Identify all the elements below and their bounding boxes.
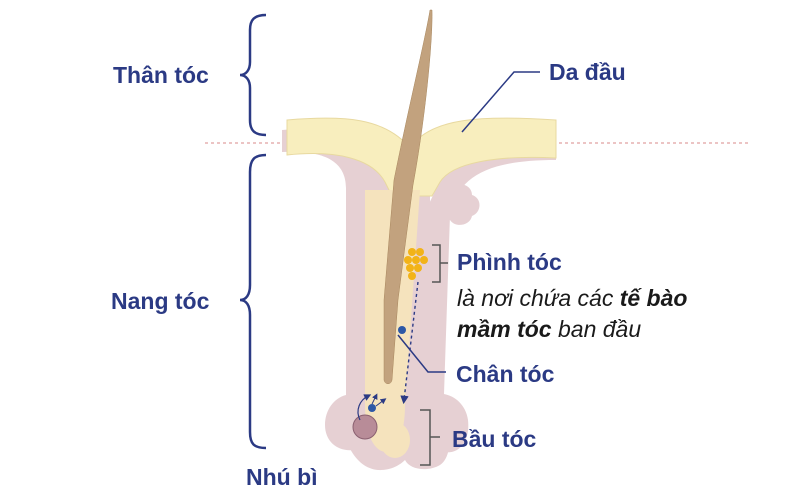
label-nhu-bi: Nhú bì	[246, 464, 318, 490]
arrow-small-1	[371, 393, 378, 405]
sebaceous-gland	[435, 184, 480, 225]
phinh-toc-description-line1: là nơi chứa các tế bào	[457, 287, 687, 310]
curly-bracket-than-toc	[239, 13, 267, 137]
leader-da-dau	[461, 71, 540, 133]
phinh-toc-description-line2: mầm tóc ban đầu	[457, 318, 641, 341]
dotted-arrow	[400, 281, 419, 405]
curly-bracket-nang-toc	[239, 153, 267, 450]
hair-shaft	[383, 9, 433, 384]
blue-cell-lower	[368, 404, 376, 412]
desc-line2-suffix: ban đầu	[551, 316, 642, 342]
label-phinh-toc: Phình tóc	[457, 249, 562, 275]
square-bracket-bau-toc	[420, 409, 440, 466]
label-than-toc: Thân tóc	[113, 62, 209, 88]
dermal-papilla	[352, 414, 378, 440]
label-da-dau: Da đầu	[549, 59, 626, 85]
desc-line1-bold: tế bào	[619, 285, 688, 311]
label-nang-toc: Nang tóc	[111, 288, 210, 314]
blue-cell-upper	[398, 326, 406, 334]
follicle-outer-sheath	[282, 129, 384, 451]
desc-line1-prefix: là nơi chứa các	[457, 285, 620, 311]
stem-cells-cluster	[404, 248, 428, 280]
arrow-papilla-up	[357, 394, 372, 421]
arrow-small-2	[375, 398, 387, 407]
label-bau-toc: Bầu tóc	[452, 426, 537, 452]
leader-chan-toc	[397, 334, 446, 373]
label-chan-toc: Chân tóc	[456, 361, 555, 387]
square-bracket-phinh-toc	[432, 244, 448, 283]
bulb-inner	[380, 422, 410, 458]
scalp-layer	[286, 117, 557, 197]
desc-line2-bold: mầm tóc	[457, 316, 552, 342]
